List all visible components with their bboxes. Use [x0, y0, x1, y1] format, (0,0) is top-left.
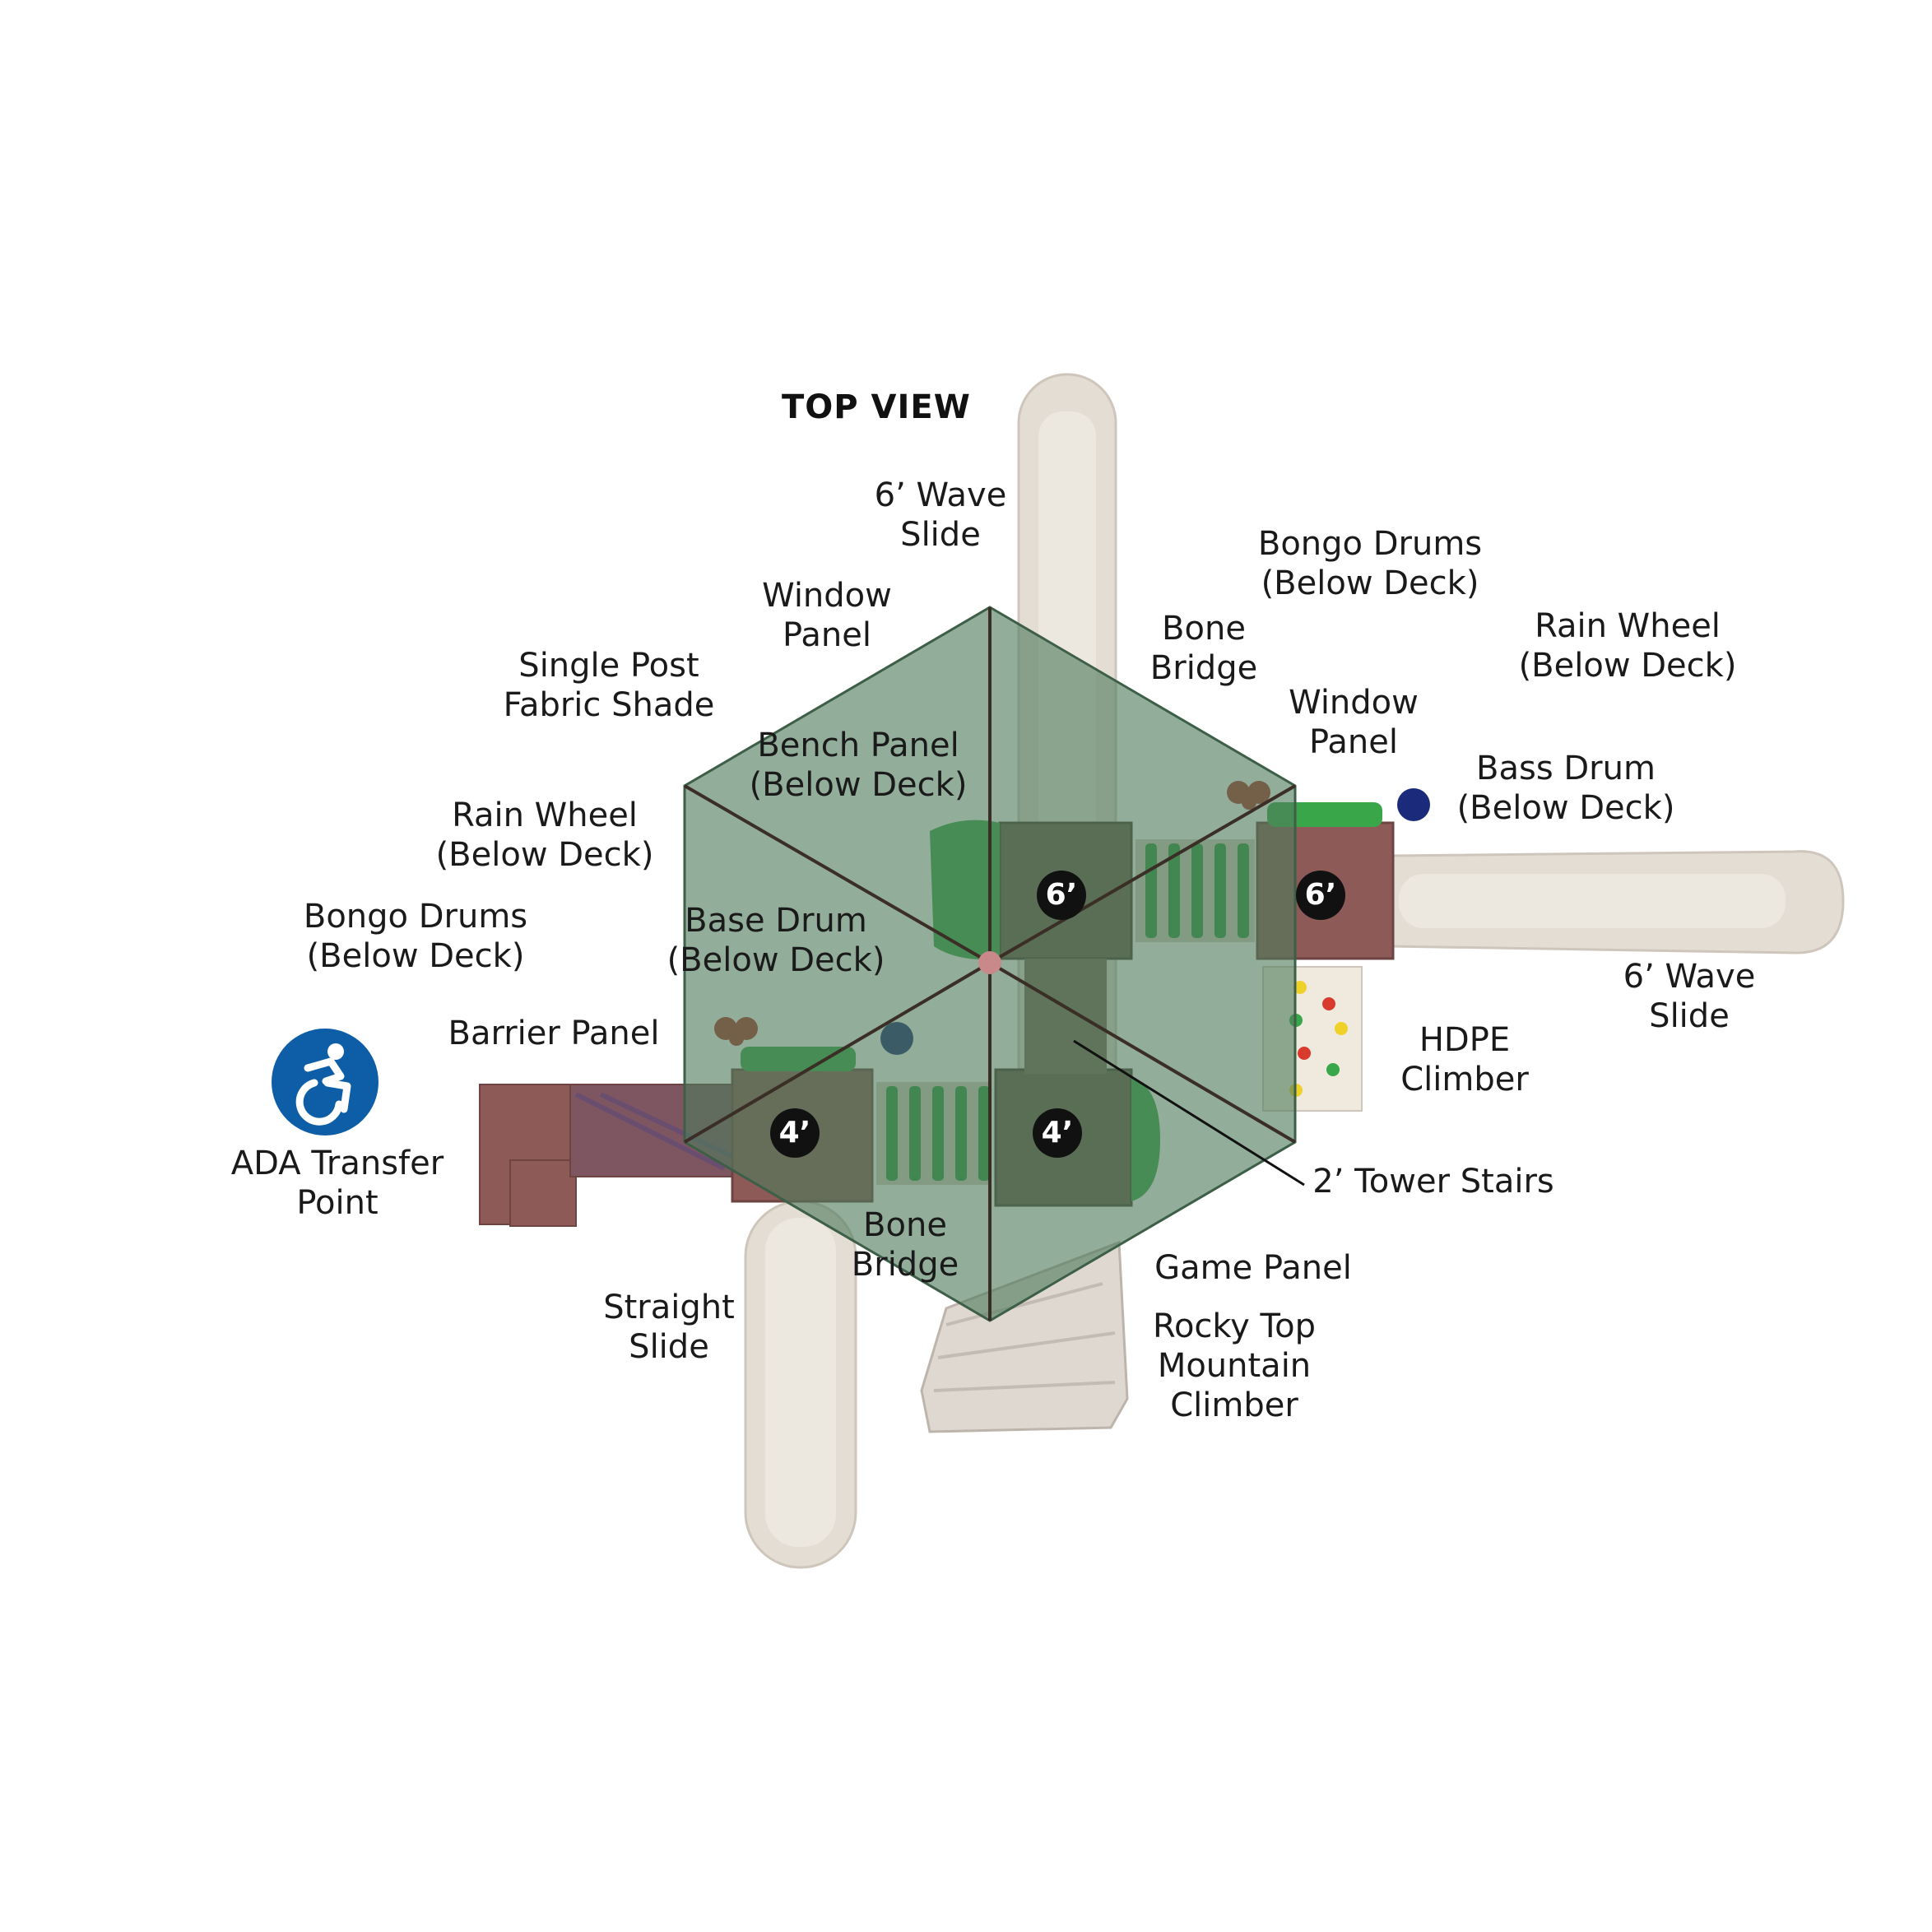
diagram-title: TOP VIEW	[782, 388, 971, 426]
label-game-panel: Game Panel	[1154, 1249, 1352, 1287]
label-tower-stairs: 2’ Tower Stairs	[1312, 1163, 1554, 1201]
label-rain-wheel-left: Rain Wheel(Below Deck)	[435, 796, 654, 874]
height-badge-top-left: 6’	[1037, 871, 1086, 920]
tower-stairs-leader	[1073, 1039, 1305, 1187]
wave-slide-right	[1389, 850, 1845, 954]
label-bench-panel: Bench Panel(Below Deck)	[749, 727, 968, 804]
label-bongo-drums-left: Bongo Drums(Below Deck)	[303, 898, 528, 975]
rocky-top-climber	[920, 1240, 1129, 1433]
wheelchair-accessibility-icon	[272, 1029, 379, 1136]
bass-drum	[1397, 788, 1430, 821]
height-badge-bottom-left: 4’	[770, 1108, 820, 1158]
straight-slide	[744, 1200, 857, 1569]
label-barrier-panel: Barrier Panel	[448, 1015, 660, 1052]
height-badge-bottom-right: 4’	[1033, 1108, 1082, 1158]
label-rain-wheel-right: Rain Wheel(Below Deck)	[1518, 607, 1737, 685]
label-bongo-drums-top: Bongo Drums(Below Deck)	[1257, 525, 1483, 602]
label-base-drum: Base Drum(Below Deck)	[666, 902, 885, 979]
height-badge-top-right: 6’	[1296, 871, 1345, 920]
label-bass-drum: Bass Drum(Below Deck)	[1456, 750, 1675, 827]
single-post-fabric-shade	[683, 606, 1297, 1322]
